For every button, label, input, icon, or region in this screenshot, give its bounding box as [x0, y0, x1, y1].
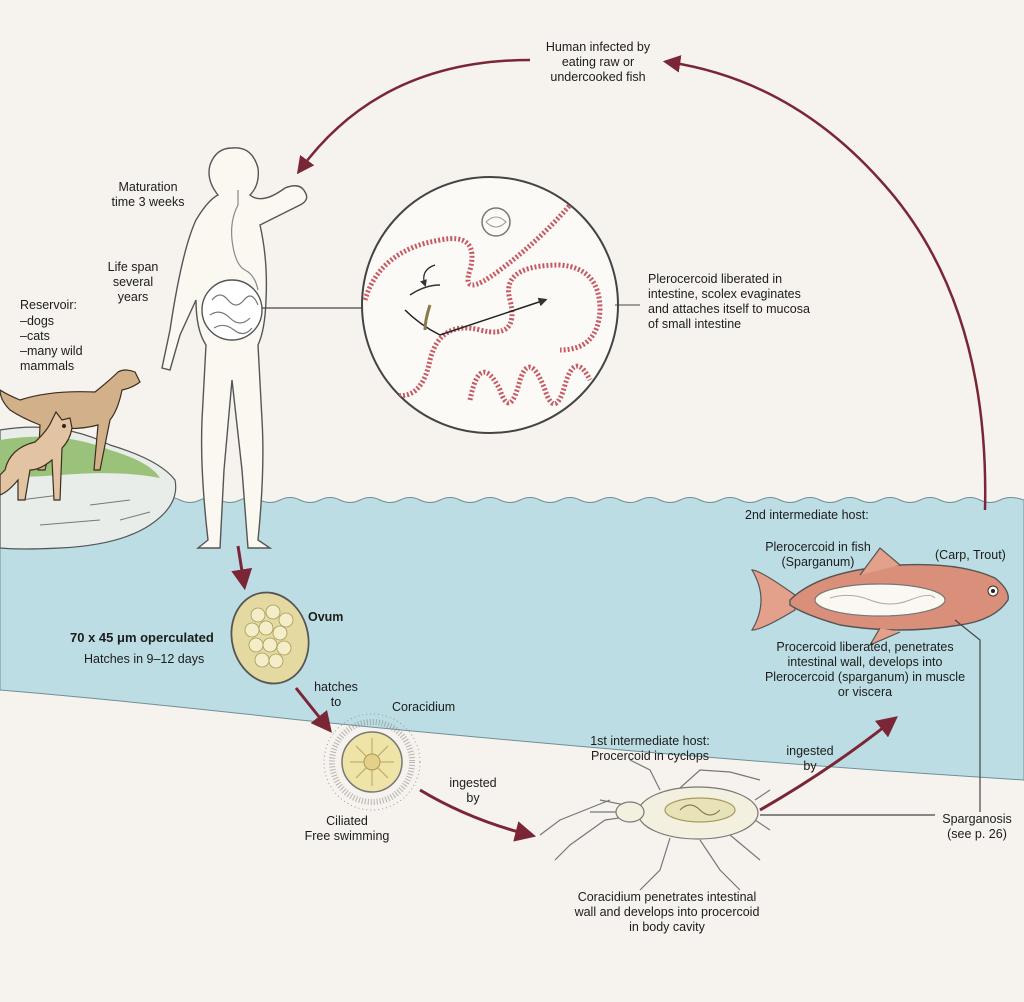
label-ingested-by-2: ingested by [786, 744, 834, 773]
label-maturation: Maturation time 3 weeks [111, 180, 185, 209]
fish-illustration [750, 547, 1009, 647]
label-second-host: 2nd intermediate host: [745, 508, 869, 522]
label-coracidium: Coracidium [392, 700, 456, 714]
water-surface [0, 497, 1024, 781]
label-coracidium-penetrates: Coracidium penetrates intestinal wall an… [574, 890, 760, 934]
label-plerocercoid-liberated: Plerocercoid liberated in intestine, sco… [648, 272, 810, 331]
label-plerocercoid-in-fish: Plerocercoid in fish (Sparganum) [765, 540, 871, 569]
label-hatches-to: hatches to [314, 680, 358, 709]
arrow-fish-to-human [662, 55, 987, 511]
label-hatches-days: Hatches in 9–12 days [84, 652, 205, 666]
label-procercoid-liberated: Procercoid liberated, penetrates intesti… [764, 640, 966, 699]
label-ciliated: Ciliated Free swimming [304, 814, 390, 843]
label-carp-trout: (Carp, Trout) [935, 548, 1006, 562]
label-ovum: Ovum [308, 610, 344, 624]
arrow-human-to-ovum [231, 545, 253, 591]
label-ovum-size: 70 x 45 μm operculated [70, 630, 214, 645]
label-first-host: 1st intermediate host: Procercoid in cyc… [590, 734, 710, 763]
label-reservoir-title: Reservoir: [20, 298, 77, 312]
human-figure [161, 147, 308, 549]
cat-illustration [0, 410, 73, 501]
coracidium-larva [323, 713, 421, 811]
label-reservoir-items: –dogs –cats –many wild mammals [20, 314, 83, 373]
label-ingested-by-1: ingested by [449, 776, 497, 805]
ovum-egg [230, 591, 310, 685]
label-life-span: Life span several years [107, 260, 159, 304]
cyclops-crustacean [539, 759, 771, 891]
human-intestine-callout [201, 279, 263, 341]
label-human-infected: Human infected by eating raw or undercoo… [545, 40, 651, 84]
arrow-to-human-mouth [296, 58, 531, 175]
label-sparganosis: Sparganosis (see p. 26) [942, 812, 1012, 841]
intestine-magnified-view [361, 176, 619, 434]
